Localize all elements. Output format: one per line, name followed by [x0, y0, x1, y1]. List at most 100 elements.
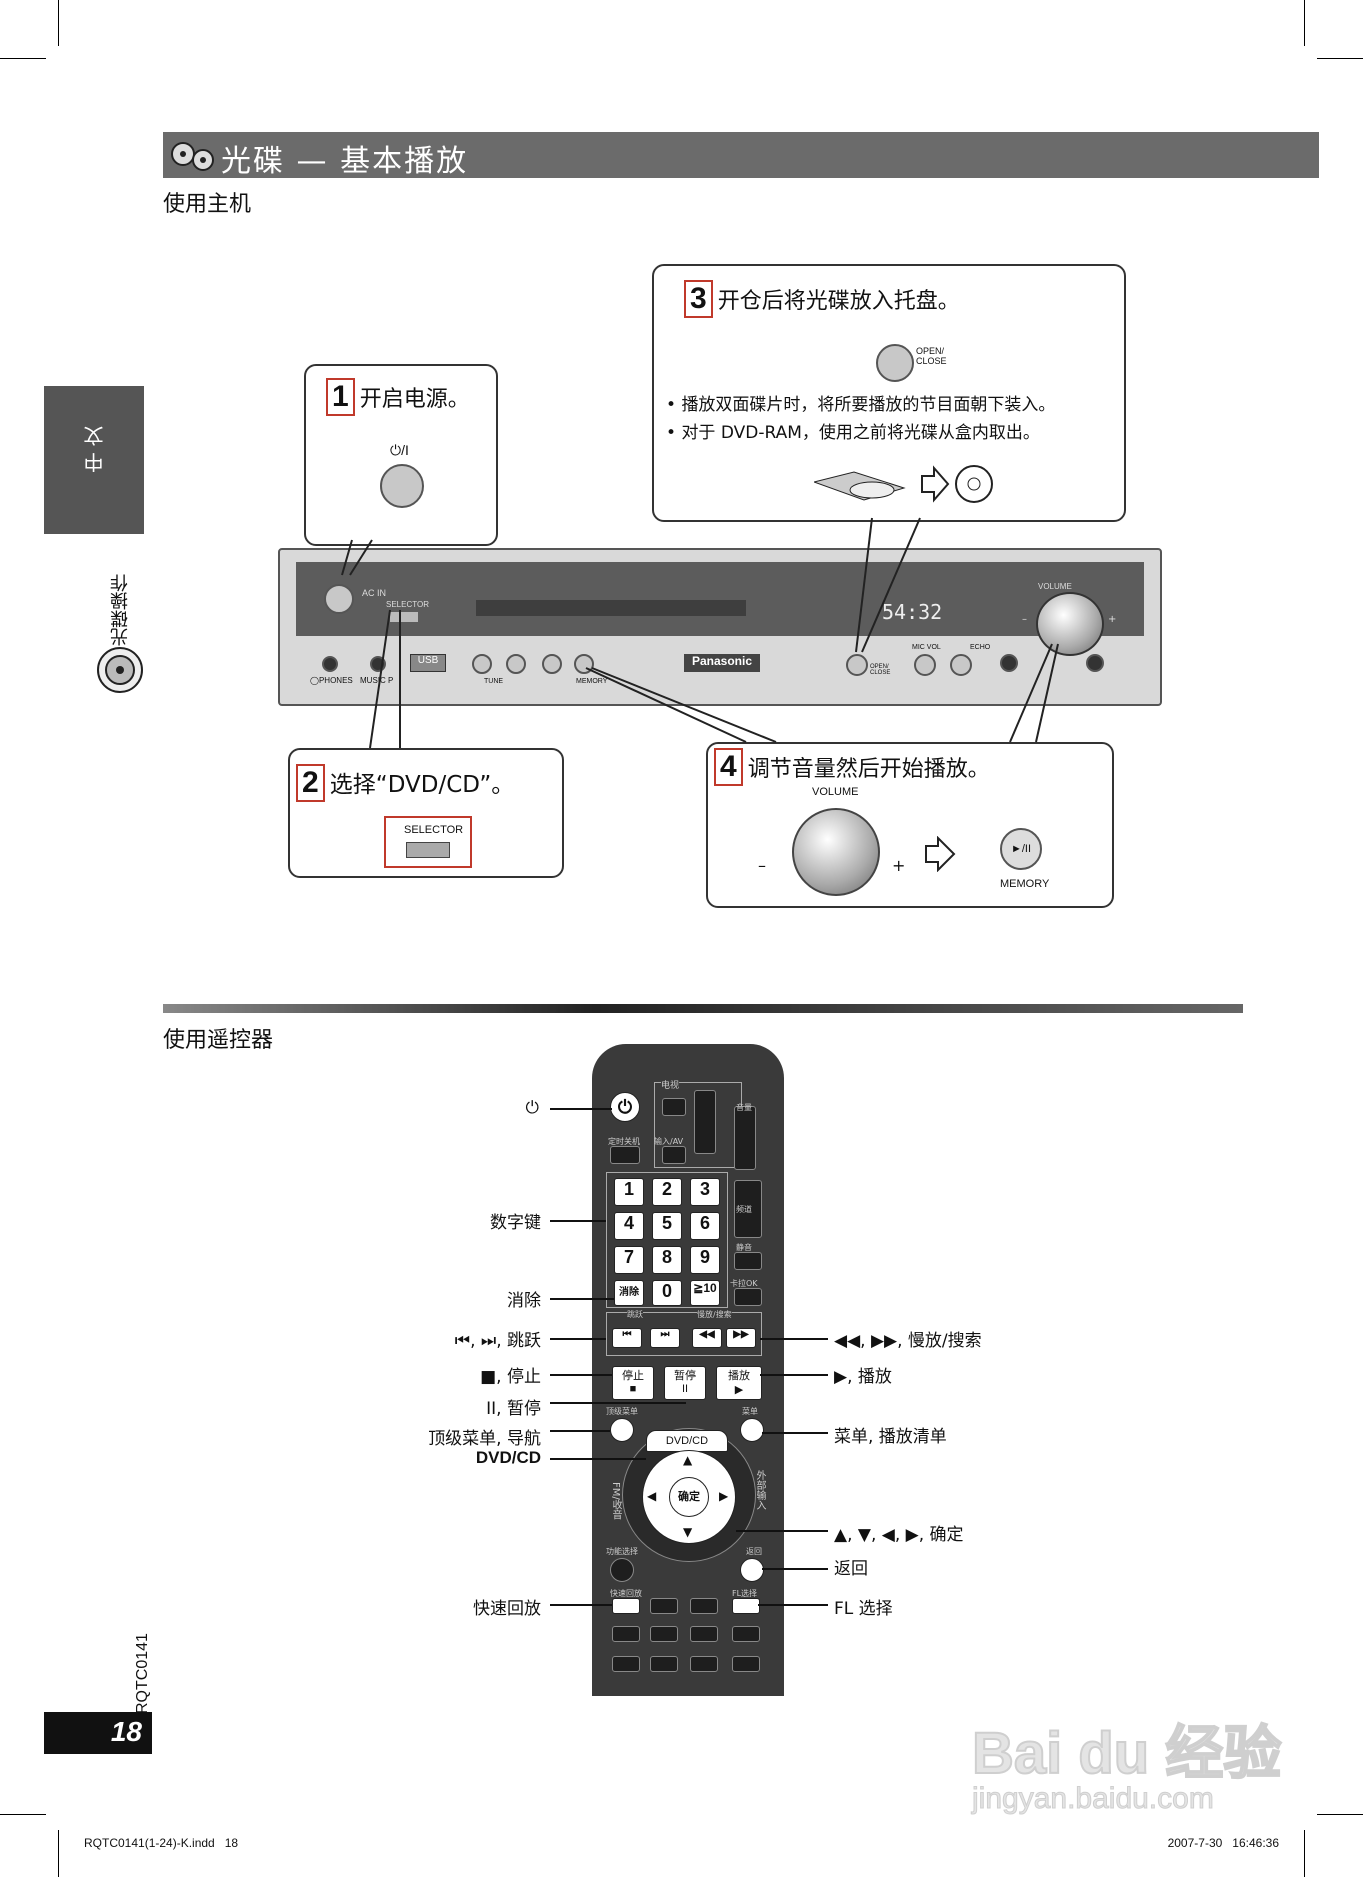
step2-callout: 2 选择“DVD/CD”。 SELECTOR [288, 748, 564, 878]
skip-forward-button[interactable]: ⏭ [650, 1328, 680, 1348]
page-title: 光碟 — 基本播放 [221, 144, 469, 179]
quick-replay-button[interactable] [612, 1598, 640, 1614]
skip-back-button[interactable]: ⏮ [612, 1328, 642, 1348]
open-close-button[interactable] [876, 344, 914, 382]
remote-button-c[interactable] [612, 1626, 640, 1642]
quick-label: 快速回放 [610, 1589, 642, 1598]
volume-label: VOLUME [812, 786, 859, 798]
stop-button[interactable] [542, 654, 562, 674]
remote-button-i[interactable] [690, 1656, 718, 1672]
remote-button-f[interactable] [732, 1626, 760, 1642]
mic-vol-label: MIC VOL [912, 644, 941, 651]
remote-button-a[interactable] [650, 1598, 678, 1614]
phones-jack[interactable] [322, 656, 338, 672]
karaoke-button[interactable] [734, 1288, 762, 1306]
echo-knob[interactable] [950, 654, 972, 676]
remote-button-h[interactable] [650, 1656, 678, 1672]
step3-text: 开仓后将光碟放入托盘。 [717, 289, 960, 314]
digit-1-button[interactable]: 1 [614, 1178, 644, 1206]
digit-7-button[interactable]: 7 [614, 1246, 644, 1274]
enter-button[interactable]: 确定 [669, 1477, 709, 1517]
ac-in-label: AC IN [362, 588, 387, 598]
remote-button-j[interactable] [732, 1656, 760, 1672]
func-button[interactable] [610, 1558, 634, 1582]
top-menu-button[interactable] [610, 1418, 634, 1442]
label-play: ▶, 播放 [834, 1367, 892, 1387]
cancel-button[interactable]: 消除 [614, 1280, 644, 1306]
remote-button-d[interactable] [650, 1626, 678, 1642]
digit-10plus-button[interactable]: ≧10 [690, 1280, 720, 1306]
left-arrow-icon[interactable]: ◀ [647, 1489, 657, 1503]
up-arrow-icon[interactable]: ▲ [683, 1453, 693, 1467]
slow-label: 慢放/搜索 [697, 1309, 732, 1320]
rewind-button[interactable]: ◀◀ [692, 1328, 722, 1348]
stop-remote-button[interactable]: 停止■ [612, 1366, 654, 1400]
volume-button[interactable] [734, 1106, 756, 1170]
unit-play-button[interactable] [574, 654, 594, 674]
play-remote-button[interactable]: 播放▶ [716, 1366, 762, 1400]
power-button[interactable] [380, 464, 424, 508]
dvd-cd-button[interactable]: DVD/CD [646, 1430, 728, 1452]
sidebar-section-label: 光碟操作 [110, 574, 131, 646]
watermark-url: jingyan.baidu.com [972, 1782, 1215, 1816]
power-remote-button[interactable]: ⏻ [610, 1092, 640, 1122]
fl-select-button[interactable] [732, 1598, 760, 1614]
music-port-jack[interactable] [370, 656, 386, 672]
digit-9-button[interactable]: 9 [690, 1246, 720, 1274]
page-number: 18 [110, 1716, 142, 1747]
tune-down-button[interactable] [472, 654, 492, 674]
digit-6-button[interactable]: 6 [690, 1212, 720, 1240]
remote-button-b[interactable] [690, 1598, 718, 1614]
language-tab: 中 文 [44, 386, 144, 534]
selector-button[interactable] [406, 842, 450, 858]
input-av-button[interactable] [662, 1146, 686, 1164]
fm-label: FM/收音 [610, 1482, 621, 1520]
return-button[interactable] [740, 1558, 764, 1582]
down-arrow-icon[interactable]: ▼ [683, 1525, 693, 1539]
mic-vol-knob[interactable] [914, 654, 936, 676]
digit-0-button[interactable]: 0 [652, 1280, 682, 1306]
unit-volume-minus: – [1022, 614, 1027, 625]
mic2-jack[interactable] [1086, 654, 1104, 672]
digit-3-button[interactable]: 3 [690, 1178, 720, 1206]
label-menu: 菜单, 播放清单 [834, 1427, 947, 1447]
brand-logo: Panasonic [684, 654, 760, 672]
digit-5-button[interactable]: 5 [652, 1212, 682, 1240]
label-skip: ⏮, ⏭, 跳跃 [454, 1331, 541, 1351]
unit-open-close-label: OPEN/ CLOSE [870, 664, 891, 676]
menu-button[interactable] [740, 1418, 764, 1442]
leader-line [550, 1374, 612, 1376]
leader-line [760, 1374, 828, 1376]
footer-date: 2007-7-30 16:46:36 [1167, 1836, 1279, 1850]
tv-power-button[interactable] [662, 1098, 686, 1116]
unit-volume-knob[interactable] [1036, 592, 1104, 656]
right-arrow-icon[interactable]: ▶ [719, 1489, 729, 1503]
crop-mark [1304, 0, 1305, 46]
fast-forward-button[interactable]: ▶▶ [726, 1328, 756, 1348]
return-label: 返回 [746, 1547, 762, 1556]
music-port-label: MUSIC P [360, 676, 394, 685]
remote-button-e[interactable] [690, 1626, 718, 1642]
unit-open-close-button[interactable] [846, 654, 868, 676]
digit-8-button[interactable]: 8 [652, 1246, 682, 1274]
dpad[interactable]: ▲ ▼ ◀ ▶ 确定 [642, 1450, 736, 1544]
leader-line [550, 1430, 610, 1432]
mic1-jack[interactable] [1000, 654, 1018, 672]
channel-button[interactable] [734, 1180, 762, 1238]
tv-volume-button[interactable] [694, 1090, 716, 1154]
digit-2-button[interactable]: 2 [652, 1178, 682, 1206]
volume-knob[interactable] [792, 808, 880, 896]
play-pause-button[interactable]: ►/II [1000, 828, 1042, 870]
remote-button-g[interactable] [612, 1656, 640, 1672]
volume-tag: 音量 [736, 1103, 752, 1112]
timer-button[interactable] [610, 1146, 640, 1164]
mute-button[interactable] [734, 1252, 762, 1270]
unit-power-button[interactable] [324, 584, 354, 614]
tune-up-button[interactable] [506, 654, 526, 674]
digit-4-button[interactable]: 4 [614, 1212, 644, 1240]
doc-code: RQTC0141 [134, 1633, 151, 1714]
leader-line [550, 1220, 606, 1222]
usb-port[interactable]: USB [410, 654, 446, 672]
unit-selector-button[interactable] [390, 612, 418, 622]
